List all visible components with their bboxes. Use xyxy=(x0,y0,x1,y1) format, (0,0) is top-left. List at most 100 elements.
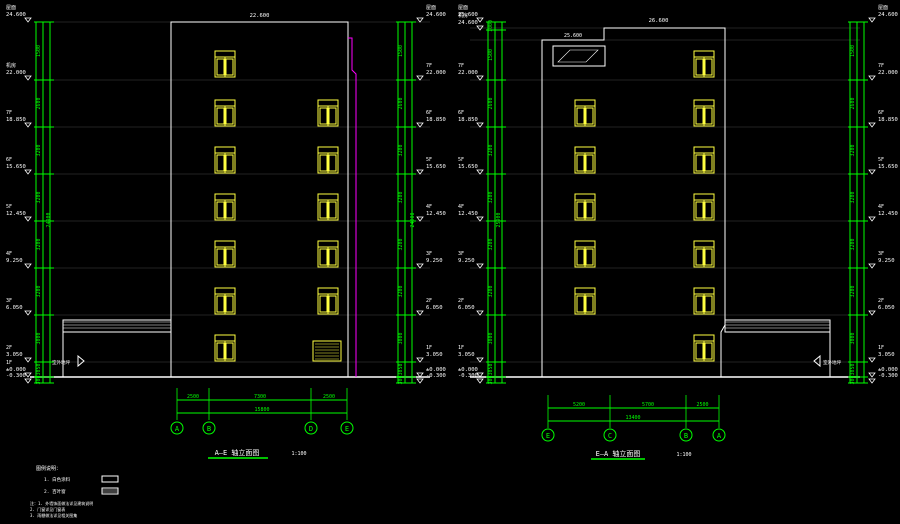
window-left-0-sash-left xyxy=(216,58,225,76)
left_levels-level-elev-3: 15.650 xyxy=(6,164,26,170)
legend-swatch-louver xyxy=(101,487,119,495)
axis-bubble-3 xyxy=(340,421,354,435)
right_levels-level-elev-2: 18.850 xyxy=(426,117,446,123)
window-right-2-sash-right xyxy=(704,154,713,172)
legend-swatch-paint xyxy=(101,475,119,483)
right_levels-level-mark-5 xyxy=(416,263,424,269)
window-right-1-sash-left xyxy=(319,154,328,172)
window-left-3-sash-right xyxy=(585,248,594,266)
right_levels-segment-dim-8: 300 xyxy=(398,375,404,384)
left_levels-level-name-6: 3F xyxy=(458,251,464,257)
axis-bubble-1 xyxy=(603,428,617,442)
window-left-1-sash-left xyxy=(216,107,225,125)
axis-label-1: B xyxy=(207,425,211,433)
left_levels-level-elev-4: 12.450 xyxy=(6,211,26,217)
left_levels-segment-dim-2: 3200 xyxy=(36,144,42,156)
window-right-4-sash-right xyxy=(704,248,713,266)
right_levels-level-elev-1: 22.000 xyxy=(426,70,446,76)
left_levels-level-name-4: 5F xyxy=(458,157,464,163)
left_levels-level-name-1: 机房 xyxy=(6,62,16,69)
window-left-4-sash-right xyxy=(585,295,594,313)
drawing-title: A—E 轴立面图 xyxy=(215,448,260,457)
right_levels-segment-dim-4: 3200 xyxy=(398,238,404,250)
left_levels-segment-dim-1: 2600 xyxy=(36,97,42,109)
left_levels-level-elev-5: 9.250 xyxy=(6,258,23,264)
right_levels-level-mark-4 xyxy=(868,216,876,222)
left_levels-level-name-2: 7F xyxy=(6,110,12,116)
right_levels-level-mark-2 xyxy=(868,122,876,128)
left_levels-segment-dim-1: 1500 xyxy=(488,49,494,61)
window-left-2-sash-right xyxy=(225,154,234,172)
entry-arrow-icon xyxy=(813,354,821,368)
axis-label-2: D xyxy=(309,425,313,433)
left_levels-level-mark-4 xyxy=(476,169,484,175)
right_levels-level-name-6: 2F xyxy=(878,298,884,304)
window-right-5-sash-right xyxy=(704,295,713,313)
left_levels-level-mark-7 xyxy=(476,310,484,316)
right_levels-level-mark-0 xyxy=(868,17,876,23)
right_levels-level-name-2: 6F xyxy=(878,110,884,116)
bottom-dim-2: 2500 xyxy=(323,394,335,400)
window-left-3-sash-right xyxy=(225,201,234,219)
skylight-glass xyxy=(557,49,599,63)
axis-label-1: C xyxy=(608,432,612,440)
left_levels-level-mark-8 xyxy=(476,357,484,363)
left_levels-segment-dim-4: 3200 xyxy=(36,238,42,250)
left_levels-level-mark-10 xyxy=(476,378,484,384)
left_levels-segment-dim-0: 1000 xyxy=(488,20,494,32)
window-left-2-sash-left xyxy=(576,201,585,219)
right_levels-level-name-4: 4F xyxy=(878,204,884,210)
left_levels-level-elev-9: ±0.000 xyxy=(458,367,478,373)
entry-arrow-icon xyxy=(77,354,85,368)
window-right-6-sash-right xyxy=(704,342,713,360)
window-left-2-sash-right xyxy=(585,201,594,219)
right_levels-level-name-2: 6F xyxy=(426,110,432,116)
right_levels-level-name-0: 屋面 xyxy=(426,5,436,11)
right_levels-segment-dim-7: 3050 xyxy=(850,363,856,375)
left_levels-level-elev-8: 3.050 xyxy=(458,352,475,358)
total-dim: 13400 xyxy=(625,415,640,421)
left_levels-level-name-0: 屋面 xyxy=(6,5,16,11)
right_levels-level-elev-8: ±0.000 xyxy=(426,367,446,373)
right_levels-level-mark-9 xyxy=(416,378,424,384)
right_levels-level-mark-3 xyxy=(868,169,876,175)
total-dim: 15800 xyxy=(254,407,269,413)
right_levels-level-mark-3 xyxy=(416,169,424,175)
right_levels-segment-dim-2: 3200 xyxy=(850,144,856,156)
total-height-left: 24900 xyxy=(46,212,52,227)
right_levels-level-name-7: 1F xyxy=(878,345,884,351)
building-outline xyxy=(541,27,726,377)
right_levels-level-mark-7 xyxy=(416,357,424,363)
window-left-0-sash-right xyxy=(585,107,594,125)
left_levels-level-mark-6 xyxy=(476,263,484,269)
window-right-0-sash-left xyxy=(695,58,704,76)
left_levels-level-mark-7 xyxy=(24,357,32,363)
right_levels-segment-dim-1: 2600 xyxy=(850,97,856,109)
left_levels-level-elev-9: -0.300 xyxy=(6,373,26,379)
total-height-right: 24900 xyxy=(410,212,416,227)
window-left-1-sash-left xyxy=(576,154,585,172)
right_levels-level-elev-6: 6.050 xyxy=(878,305,895,311)
left_levels-segment-dim-5: 3200 xyxy=(488,238,494,250)
drawing-title: E—A 轴立面图 xyxy=(596,449,641,458)
axis-bubble-0 xyxy=(541,428,555,442)
left_levels-level-elev-0: 25.600 xyxy=(458,12,478,18)
right_levels-segment-dim-3: 3200 xyxy=(850,191,856,203)
legend-label-0: 1. 白色涂料 xyxy=(44,476,71,483)
notes-heading: 图例说明： xyxy=(36,465,61,472)
window-right-1-sash-left xyxy=(695,107,704,125)
downpipe xyxy=(348,37,357,377)
left_levels-level-mark-4 xyxy=(24,216,32,222)
drawing-scale: 1:100 xyxy=(291,451,306,457)
window-right-0-sash-left xyxy=(319,107,328,125)
left_levels-level-elev-4: 15.650 xyxy=(458,164,478,170)
right_levels-level-name-1: 7F xyxy=(878,63,884,69)
window-right-3-sash-left xyxy=(319,248,328,266)
right_levels-segment-dim-6: 3000 xyxy=(850,332,856,344)
window-right-1-sash-right xyxy=(328,154,337,172)
right_levels-level-name-7: 1F xyxy=(426,345,432,351)
note-line-2: 3. 雨棚做法详见相关图集 xyxy=(30,512,77,518)
left_levels-level-elev-6: 9.250 xyxy=(458,258,475,264)
left_levels-segment-dim-3: 3200 xyxy=(488,144,494,156)
right_levels-level-name-4: 4F xyxy=(426,204,432,210)
